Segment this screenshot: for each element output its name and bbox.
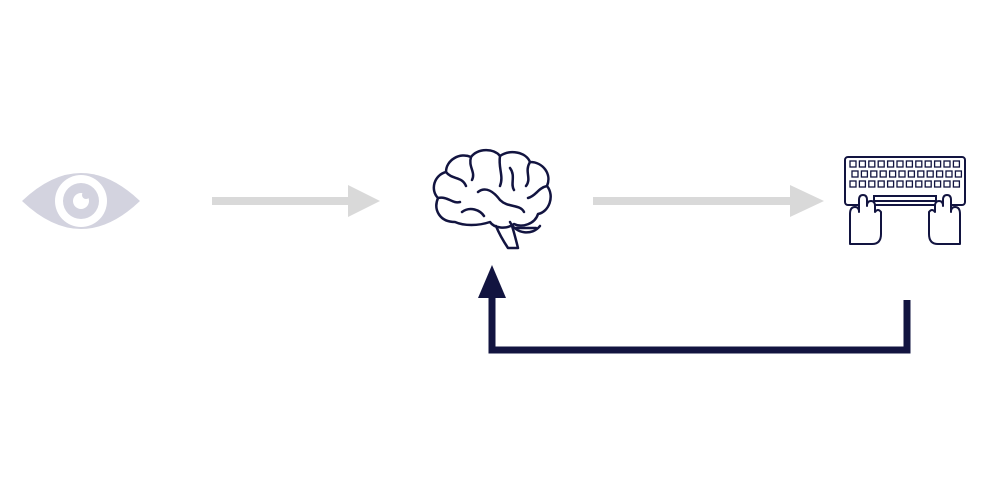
keyboard-key [868,180,876,188]
eye-icon [22,173,140,229]
keyboard-key [879,170,887,178]
keyboard-key [905,160,914,168]
keyboard-key [926,170,934,178]
arrow-eye-to-brain [212,185,380,217]
keyboard-key [935,170,944,178]
keyboard-key [886,160,895,168]
keyboard-key [933,180,942,188]
keyboard-key [933,160,942,168]
keyboard-key [952,160,961,168]
keyboard-key [943,160,951,168]
keyboard-key [888,170,897,178]
keyboard-key [877,180,885,188]
keyboard-key [945,170,953,178]
keyboard-key [849,180,857,188]
keyboard-key [896,180,904,188]
keyboard-key [954,170,963,178]
keyboard-key [858,180,867,188]
keyboard-key [915,180,923,188]
keyboard-key [898,170,906,178]
keyboard-key [905,180,914,188]
keyboard-key [849,160,857,168]
keyboard-key [851,170,859,178]
keyboard-key [924,160,932,168]
keyboard-key [917,170,925,178]
keyboard-key [896,160,904,168]
keyboard-key [924,180,932,188]
arrow-brain-to-keyboard [593,185,824,217]
keyboard-keys [849,160,963,188]
keyboard-key [886,180,895,188]
keyboard-key [952,180,961,188]
keyboard-key [858,160,867,168]
feedback-arrow-keyboard-to-brain [478,265,911,354]
keyboard-key [860,170,869,178]
keyboard-key [877,160,885,168]
keyboard-hands-icon [844,156,966,245]
keyboard-key [907,170,916,178]
keyboard-key [915,160,923,168]
brain-icon [432,148,552,250]
keyboard-key [868,160,876,168]
keyboard-key [870,170,878,178]
keyboard-key [943,180,951,188]
